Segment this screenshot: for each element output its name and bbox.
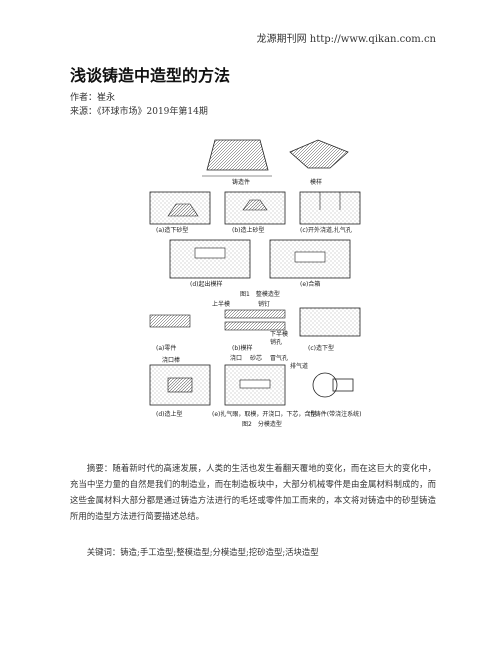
article-title: 浅谈铸造中造型的方法: [70, 66, 231, 85]
fig2-callout-7: 排气道: [290, 362, 308, 370]
fig1-part-drawing: [202, 139, 349, 177]
abstract-paragraph: 摘要：随着新时代的高速发展，人类的生活也发生着翻天覆地的变化，而在这巨大的变化中…: [70, 463, 436, 521]
fig2-callout-6: 冒气孔: [270, 354, 288, 362]
figure-illustrations: 铸造件 模样 (a)造下砂型 (b)造上砂型 (c)开外浇道,扎气孔 (d)起出…: [149, 139, 361, 428]
fig2-label-0: (a)零件: [156, 344, 176, 352]
fig2-callout-3: 销孔: [270, 338, 282, 346]
fig2-label-4: (e)扎气眼，取模，开浇口，下芯，合型: [212, 410, 316, 418]
fig2-callout-4: 浇口: [230, 354, 242, 362]
fig1-label-2: (a)造下砂型: [156, 226, 188, 234]
fig1-label-5: (d)起出模样: [190, 280, 223, 288]
fig2-label-1: (b)模样: [232, 344, 253, 352]
fig1-label-1: 模样: [310, 178, 322, 186]
header-link[interactable]: 龙源期刊网 http://www.qikan.com.cn: [256, 34, 436, 45]
fig2-callout-1: 销钉: [258, 300, 270, 308]
fig1-row1: [149, 191, 361, 225]
fig1-label-3: (b)造上砂型: [232, 226, 265, 234]
fig2-callout-5: 砂芯: [250, 354, 262, 362]
fig2-row1: [149, 307, 361, 337]
fig1-label-0: 铸造件: [232, 178, 250, 186]
fig2-label-5: (f)铸件(带浇注系统): [308, 410, 361, 418]
fig1-label-6: (e)合箱: [300, 280, 320, 288]
fig2-label-3: (d)造上型: [156, 410, 183, 418]
fig2-row2: [149, 364, 354, 406]
fig2-callout-8: 浇口棒: [162, 356, 180, 364]
keywords-line: 关键词：铸造;手工造型;整模造型;分模造型;挖砂造型;活块造型: [86, 547, 319, 557]
fig2-callout-2: 下半模: [270, 330, 288, 338]
fig1-label-4: (c)开外浇道,扎气孔: [300, 226, 352, 234]
fig1-caption: 图1 整模造型: [240, 290, 280, 298]
source-line: 来源：《环球市场》2019年第14期: [70, 107, 208, 117]
fig2-caption: 图2 分模造型: [242, 420, 282, 428]
fig1-row2: [169, 239, 351, 279]
fig2-callout-0: 上半模: [212, 300, 230, 308]
author-line: 作者：崔永: [70, 93, 116, 103]
fig2-label-2: (c)造下型: [308, 344, 334, 352]
